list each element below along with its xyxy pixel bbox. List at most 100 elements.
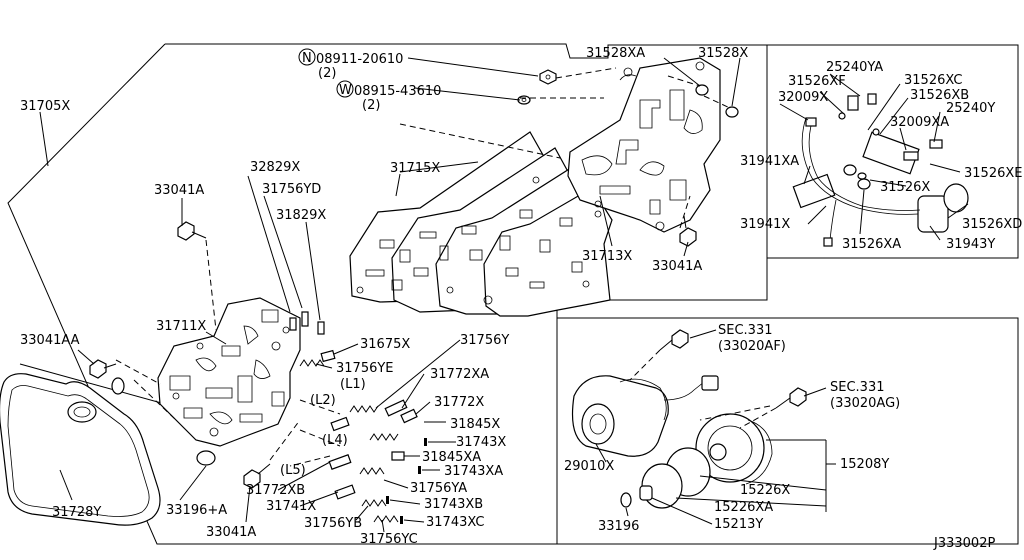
label-31829x: 31829X: [276, 208, 326, 223]
spring-31756ya: [359, 467, 385, 475]
label-31743xc: 31743XC: [426, 515, 484, 530]
label-31756ya: 31756YA: [410, 481, 467, 496]
label-15208y: 15208Y: [840, 457, 889, 472]
plug-31528xa: [695, 84, 709, 96]
valve-31741x: [334, 484, 356, 500]
label-l1: (L1): [340, 377, 366, 392]
pin-31756yd: [301, 311, 309, 327]
label-31845x: 31845X: [450, 417, 500, 432]
label-32009x: 32009X: [778, 90, 828, 105]
label-31941xa: 31941XA: [740, 154, 799, 169]
label-32009xa: 32009XA: [890, 115, 949, 130]
nut-08911: [539, 69, 557, 85]
label-33041a-top: 33041A: [154, 183, 204, 198]
ring-33196a: [196, 450, 216, 466]
pin-32829x: [289, 317, 297, 331]
washer-symbol-w: W: [339, 83, 352, 98]
spring-31756yc: [373, 515, 399, 523]
bolt-33041a-mid: [679, 215, 697, 247]
label-sec331-b-ref: (33020AG): [830, 396, 900, 411]
pin-31743xb: [386, 496, 389, 504]
lower-valve-body: [157, 297, 301, 447]
label-25240y: 25240Y: [946, 101, 995, 116]
pin-31829x: [317, 321, 325, 335]
label-31756ye: 31756YE: [336, 361, 394, 376]
label-31756yc: 31756YC: [360, 532, 418, 547]
label-31526xe: 31526XE: [964, 166, 1022, 181]
ring-near-gasket: [111, 377, 125, 395]
lower-right-box: [556, 317, 1019, 545]
nut-symbol-circle: [298, 48, 316, 66]
bolt-sec331-ag: [775, 387, 807, 409]
oil-pump-29010x: [571, 375, 719, 457]
label-08915-qty: (2): [362, 98, 380, 113]
label-29010x: 29010X: [564, 459, 614, 474]
label-15226xa: 15226XA: [714, 500, 773, 515]
valve-31772x: [330, 416, 350, 432]
separator-plates: [349, 131, 613, 317]
ring-33196: [620, 492, 632, 508]
pin-31743xc: [400, 516, 403, 524]
pin-31743xa: [418, 466, 421, 474]
pin-31743x: [424, 438, 427, 446]
label-15226x: 15226X: [740, 483, 790, 498]
label-33041a-mid: 33041A: [652, 259, 702, 274]
label-l2: (L2): [310, 393, 336, 408]
spring-31756y: [349, 405, 379, 413]
label-31675x: 31675X: [360, 337, 410, 352]
label-08915-43610: 08915-43610: [354, 84, 441, 99]
label-08911-qty: (2): [318, 66, 336, 81]
label-31772x: 31772X: [434, 395, 484, 410]
valve-31845xa: [391, 451, 405, 461]
label-31772xa: 31772XA: [430, 367, 489, 382]
label-31526xa: 31526XA: [842, 237, 901, 252]
label-31743xb: 31743XB: [424, 497, 483, 512]
label-31528xa: 31528XA: [586, 46, 645, 61]
plug-31528x: [725, 106, 739, 118]
plug-15213y: [639, 485, 653, 501]
label-33041aa: 33041AA: [20, 333, 80, 348]
label-31711x: 31711X: [156, 319, 206, 334]
valve-31675x: [320, 349, 336, 363]
label-sec331-a: SEC.331: [718, 323, 773, 338]
label-31705x: 31705X: [20, 99, 70, 114]
label-31715x: 31715X: [390, 161, 440, 176]
oil-pan-gasket: [0, 373, 161, 526]
alignment-lines: [115, 67, 777, 467]
label-31741x: 31741X: [266, 499, 316, 514]
label-l4: (L4): [322, 433, 348, 448]
outline-inner-line: [19, 363, 166, 405]
washer-symbol-circle: [336, 80, 354, 98]
callout-labels: N 08911-20610 (2) W 08915-43610 (2) 3152…: [20, 46, 1022, 551]
solenoid-group-box: [767, 44, 1019, 259]
bolt-33041aa: [89, 359, 117, 379]
label-l5: (L5): [280, 463, 306, 478]
label-33196a: 33196+A: [166, 503, 227, 518]
label-31772xb: 31772XB: [246, 483, 305, 498]
label-33041a-bottom: 33041A: [206, 525, 256, 540]
label-25240ya: 25240YA: [826, 60, 883, 75]
label-31743xa: 31743XA: [444, 464, 503, 479]
label-31528x: 31528X: [698, 46, 748, 61]
label-31526xd: 31526XD: [962, 217, 1022, 232]
label-15213y: 15213Y: [714, 517, 763, 532]
bolt-33041a-top: [177, 221, 207, 241]
label-sec331-b: SEC.331: [830, 380, 885, 395]
spring-31756yb: [361, 499, 387, 507]
label-31728y: 31728Y: [52, 505, 101, 520]
nut-symbol-n: N: [302, 51, 312, 66]
label-31941x: 31941X: [740, 217, 790, 232]
valve-31772xb: [328, 454, 352, 470]
label-31713x: 31713X: [582, 249, 632, 264]
label-31756y: 31756Y: [460, 333, 509, 348]
label-31526xf: 31526XF: [788, 74, 846, 89]
label-31845xa: 31845XA: [422, 450, 481, 465]
label-32829x: 32829X: [250, 160, 300, 175]
upper-valve-body: [567, 57, 721, 233]
spring-31756ye: [299, 359, 325, 367]
pump-15208y: [695, 413, 773, 485]
solenoid-assembly: [792, 93, 969, 247]
label-33196: 33196: [598, 519, 639, 534]
label-08911-20610: 08911-20610: [316, 52, 403, 67]
